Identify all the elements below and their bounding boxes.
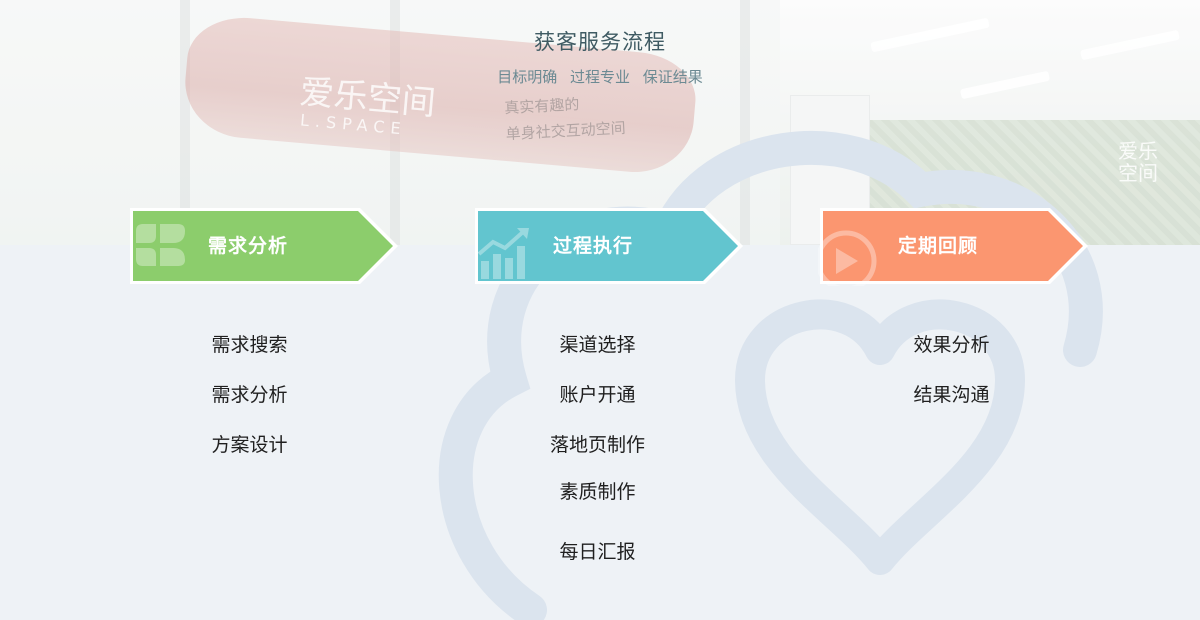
list-item: 账户开通: [559, 384, 636, 406]
list-item: 每日汇报: [559, 541, 636, 563]
arrow-banner: [475, 208, 743, 284]
list-item: 落地页制作: [549, 434, 645, 456]
page-title: 获客服务流程: [534, 30, 666, 54]
list-item: 需求分析: [211, 384, 288, 406]
wall-logo: 爱乐 空间: [1118, 140, 1158, 184]
list-item: 结果沟通: [913, 384, 990, 406]
leaf-icon: [136, 224, 185, 266]
arrow-banner: [130, 208, 398, 284]
list-item: 效果分析: [913, 334, 990, 356]
list-item: 渠道选择: [559, 334, 636, 356]
list-item: 方案设计: [211, 434, 288, 456]
stage-arrow-needs-analysis: 需求分析: [128, 206, 403, 286]
play-icon: [818, 230, 877, 286]
subtitle-item: 保证结果: [642, 68, 703, 86]
wall-logo-line: 爱乐: [1118, 139, 1158, 163]
stage-label: 过程执行: [552, 235, 633, 257]
page-subtitle: 目标明确 过程专业 保证结果: [0, 66, 1200, 87]
arrow-banner: [818, 208, 1088, 286]
subtitle-item: 过程专业: [569, 68, 630, 86]
page-header: 获客服务流程 目标明确 过程专业 保证结果: [0, 26, 1200, 87]
stage-items-process-execution: 渠道选择 账户开通 落地页制作 素质制作 每日汇报: [460, 330, 735, 587]
pillar: [740, 0, 750, 245]
stage-items-periodic-review: 效果分析 结果沟通: [814, 330, 1089, 430]
pillar: [180, 0, 190, 245]
bar-chart-up-icon: [477, 228, 529, 279]
stage-items-needs-analysis: 需求搜索 需求分析 方案设计: [112, 330, 387, 480]
list-item: 素质制作: [559, 481, 636, 503]
list-item: 需求搜索: [211, 334, 288, 356]
stage-label: 需求分析: [207, 235, 288, 257]
background-photo: 爱乐空间 L.SPACE 真实有趣的 单身社交互动空间 爱乐 空间: [0, 0, 1200, 245]
subtitle-item: 目标明确: [497, 68, 558, 86]
stage-arrow-process-execution: 过程执行: [473, 206, 748, 286]
stage-label: 定期回顾: [897, 235, 978, 257]
stage-arrow-periodic-review: 定期回顾: [818, 206, 1093, 286]
wall-logo-line: 空间: [1118, 161, 1158, 185]
